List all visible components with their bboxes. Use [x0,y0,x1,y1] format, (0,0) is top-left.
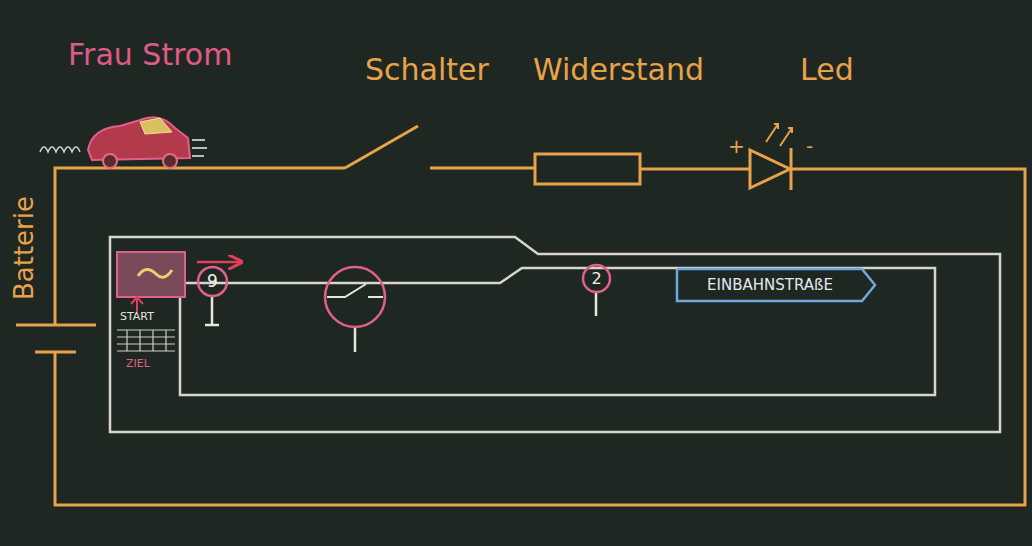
battery-plate [16,324,96,327]
start-arrow [131,297,143,312]
road-inner-edge [180,268,935,395]
light-arrows [766,124,792,146]
car-wheel [163,154,177,168]
wire [640,168,750,171]
sign-pole [205,297,219,325]
finish-line [117,330,175,351]
finish-label: ZIEL [126,358,150,369]
tunnel [117,252,185,297]
polarity-sign: - [806,136,813,156]
sign-text: EINBAHNSTRAßE [707,278,845,293]
character-name: Frau Strom [68,40,232,70]
switch-sign-symbol [327,284,383,297]
component-label: Batterie [11,196,37,300]
component-label: Widerstand [533,55,704,85]
sign-border [677,269,875,301]
road-outer-edge [110,237,1000,432]
component-label: Led [800,55,854,85]
speed-number: 2 [591,271,601,287]
sign-pole [354,328,357,352]
wire [55,169,1025,505]
wire [430,167,535,170]
tunnel-scribble [138,269,172,277]
speed-sign: 9 [197,266,228,297]
switch-blade [345,126,418,168]
wire [55,168,345,325]
speed-number: 9 [207,273,218,290]
start-label: START [120,311,154,322]
car-driver [140,118,172,134]
battery-plate [35,351,76,354]
polarity-sign: + [728,136,745,156]
exhaust [40,147,80,152]
sign-ring [198,267,227,296]
speed-lines [192,140,207,156]
sign-ring [583,265,610,292]
direction-arrow [197,261,240,264]
sign-pole [595,293,598,316]
component-label: Schalter [365,55,489,85]
speed-sign: 2 [582,264,611,293]
car-wheel [103,154,117,168]
one-way-sign: EINBAHNSTRAßE [676,268,876,302]
led-symbol [750,150,790,188]
switch-sign [325,267,385,327]
resistor-symbol [535,154,640,184]
car-body [88,117,190,160]
